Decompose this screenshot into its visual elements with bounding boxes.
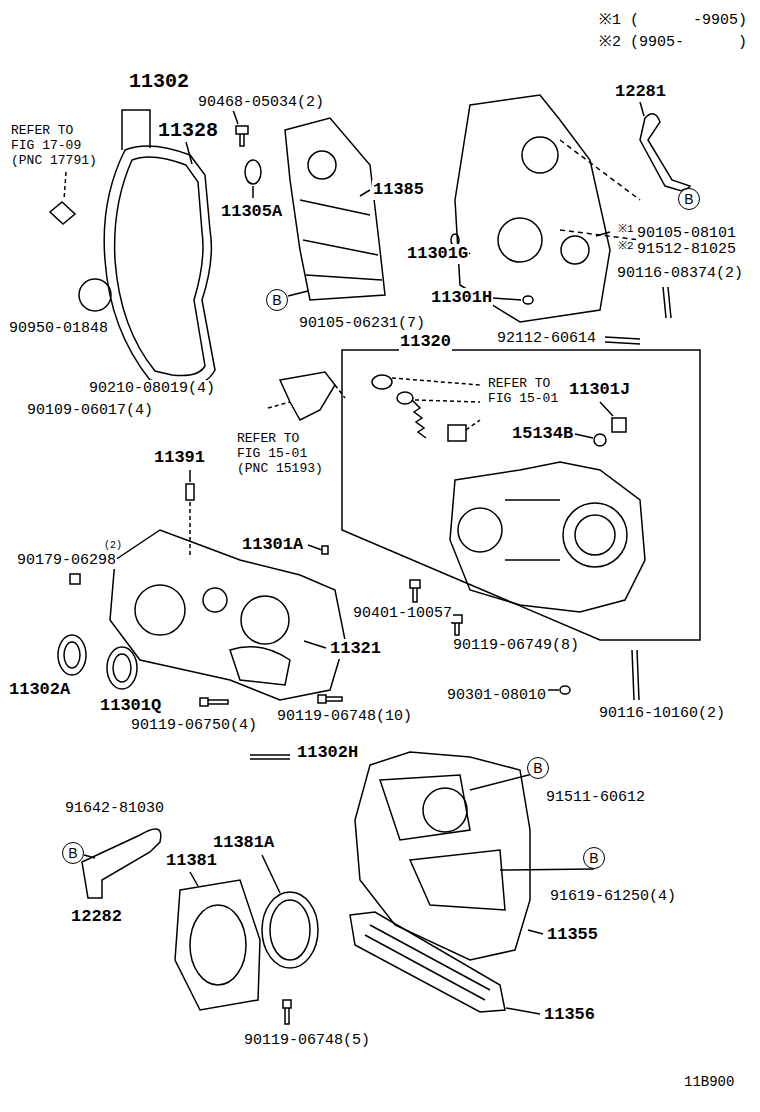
part-number: 91511-60612 bbox=[545, 789, 646, 806]
part-number: 11302 bbox=[128, 70, 190, 93]
part-number: 12281 bbox=[614, 82, 667, 102]
part-number: 11320 bbox=[399, 332, 452, 352]
part-number: 11391 bbox=[153, 448, 206, 468]
part-number: 11328 bbox=[157, 119, 219, 142]
reference-circle: B bbox=[527, 757, 549, 779]
part-number: 90105-06231(7) bbox=[298, 315, 426, 332]
part-number: 11321 bbox=[329, 639, 382, 659]
part-number: 91619-61250(4) bbox=[549, 888, 677, 905]
part-number: 11301J bbox=[568, 380, 631, 400]
part-number: 11356 bbox=[543, 1005, 596, 1025]
reference-letter: B bbox=[684, 192, 693, 206]
part-number: 11302A bbox=[8, 680, 71, 700]
part-number: 90401-10057 bbox=[352, 605, 453, 622]
part-number: (2) bbox=[103, 540, 123, 552]
part-number: 11385 bbox=[372, 180, 425, 200]
part-number: 90210-08019(4) bbox=[88, 380, 216, 397]
part-number: REFER TO FIG 15-01 (PNC 15193) bbox=[236, 432, 328, 477]
part-number: 11301Q bbox=[99, 696, 162, 716]
part-number: 11355 bbox=[546, 925, 599, 945]
part-number: 90119-06748(5) bbox=[243, 1032, 371, 1049]
part-number: 11301H bbox=[430, 288, 493, 308]
part-number: 11B900 bbox=[683, 1074, 735, 1090]
part-number: REFER TO FIG 15-01 bbox=[487, 377, 579, 407]
part-number: 92112-60614 bbox=[496, 330, 597, 347]
part-number: ※1 ( -9905) bbox=[598, 12, 748, 29]
part-number: 90301-08010 bbox=[446, 687, 547, 704]
reference-letter: B bbox=[589, 851, 598, 865]
part-number: 11305A bbox=[220, 202, 283, 222]
part-number: 91512-81025 bbox=[636, 241, 737, 258]
part-number: 90119-06749(8) bbox=[452, 637, 580, 654]
reference-letter: B bbox=[272, 293, 281, 307]
part-number: 90468-05034(2) bbox=[197, 94, 325, 111]
part-number: ※2 (9905- ) bbox=[598, 34, 748, 51]
part-number: 90950-01848 bbox=[8, 320, 109, 337]
reference-letter: B bbox=[533, 761, 542, 775]
part-number: 11301G bbox=[406, 244, 469, 264]
reference-circle: B bbox=[678, 188, 700, 210]
part-number: 90116-08374(2) bbox=[616, 265, 744, 282]
reference-circle: B bbox=[62, 842, 84, 864]
part-number: REFER TO FIG 17-09 (PNC 17791) bbox=[10, 124, 102, 169]
part-number: 91642-81030 bbox=[64, 800, 165, 817]
part-number: ※2 bbox=[617, 240, 635, 253]
part-number: 12282 bbox=[70, 907, 123, 927]
part-number: 11381 bbox=[165, 851, 218, 871]
reference-circle: B bbox=[266, 289, 288, 311]
part-number: 11301A bbox=[241, 535, 304, 555]
part-number: 90119-06750(4) bbox=[130, 717, 258, 734]
part-number: 11302H bbox=[296, 743, 359, 763]
reference-circle: B bbox=[583, 847, 605, 869]
reference-letter: B bbox=[68, 846, 77, 860]
part-number: 90179-06298 bbox=[16, 552, 117, 569]
part-number: 90109-06017(4) bbox=[26, 402, 154, 419]
part-number: 90119-06748(10) bbox=[276, 708, 413, 725]
part-number: 15134B bbox=[511, 424, 574, 444]
part-number: 11381A bbox=[212, 833, 275, 853]
part-number: ※1 bbox=[617, 223, 635, 236]
part-number: 90116-10160(2) bbox=[598, 705, 726, 722]
part-number: 90105-08101 bbox=[636, 225, 737, 242]
